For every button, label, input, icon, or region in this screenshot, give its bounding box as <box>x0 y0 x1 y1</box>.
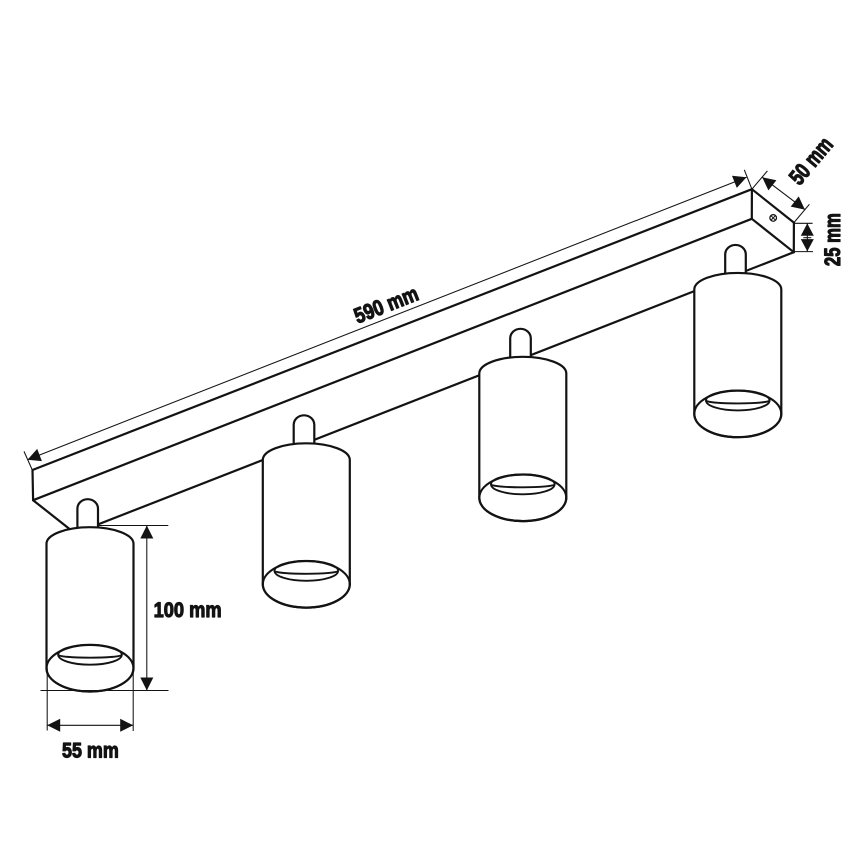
svg-text:25 mm: 25 mm <box>820 213 845 266</box>
svg-text:100 mm: 100 mm <box>154 597 222 622</box>
svg-text:55 mm: 55 mm <box>62 738 119 763</box>
